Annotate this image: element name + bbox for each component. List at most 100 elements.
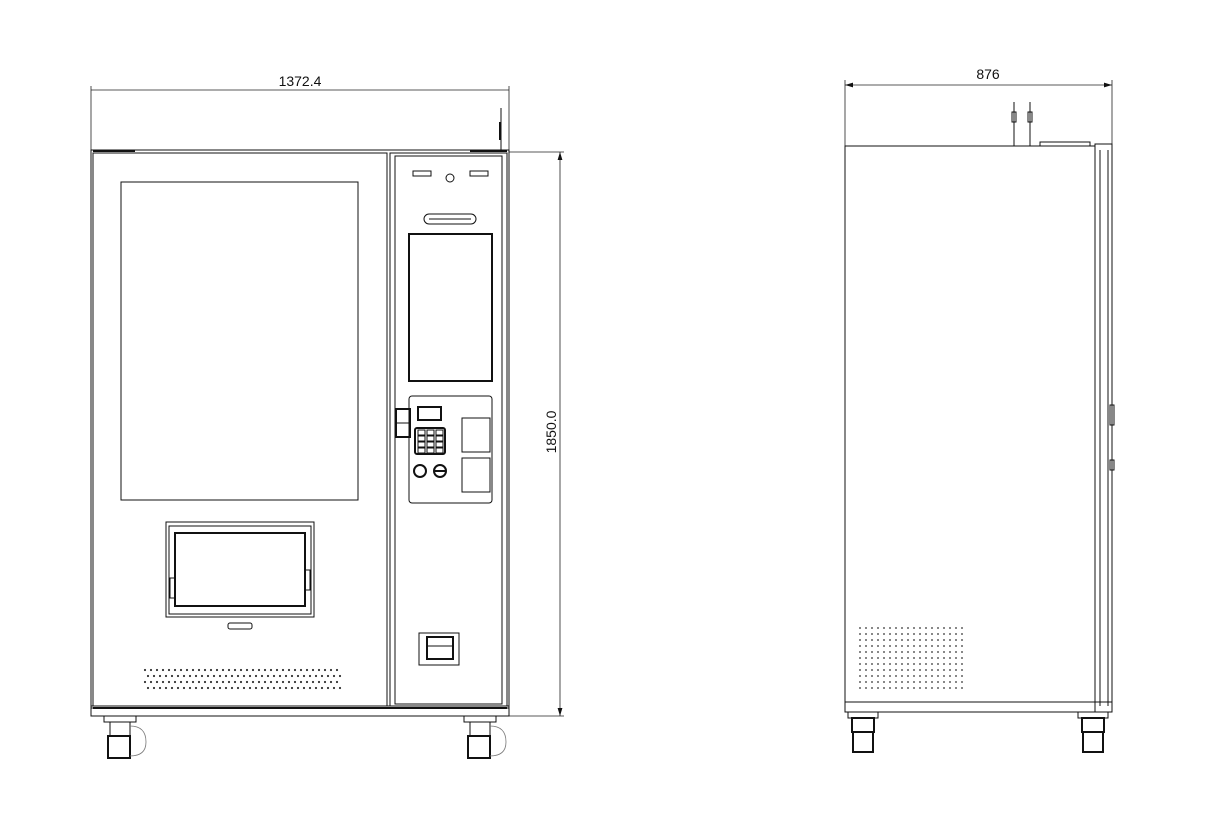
vent-hole	[185, 668, 189, 672]
vent-hole	[931, 669, 933, 671]
vent-hole	[901, 663, 903, 665]
vent-hole	[212, 686, 216, 690]
vent-hole	[949, 633, 951, 635]
hatch-handle	[227, 622, 253, 630]
vent-hole	[233, 668, 237, 672]
vent-hole	[275, 668, 279, 672]
vent-hole	[152, 674, 156, 678]
vent-hole	[889, 639, 891, 641]
vent-hole	[931, 687, 933, 689]
vent-hole	[865, 627, 867, 629]
vent-hole	[158, 674, 162, 678]
vent-hole	[185, 680, 189, 684]
vent-hole	[236, 674, 240, 678]
vent-hole	[907, 627, 909, 629]
vent-hole	[332, 686, 336, 690]
vent-hole	[943, 657, 945, 659]
vent-hole	[221, 680, 225, 684]
vent-hole	[901, 627, 903, 629]
bill-acceptor	[461, 417, 491, 453]
vent-hole	[173, 680, 177, 684]
vent-hole	[871, 687, 873, 689]
vent-hole	[275, 680, 279, 684]
vent-hole	[859, 651, 861, 653]
vent-hole	[889, 627, 891, 629]
vent-hole	[859, 675, 861, 677]
vent-hole	[194, 686, 198, 690]
vent-hole	[239, 680, 243, 684]
vent-hole	[179, 680, 183, 684]
vent-hole	[281, 668, 285, 672]
vent-hole	[871, 645, 873, 647]
keypad-key	[426, 447, 435, 454]
vent-hole	[167, 668, 171, 672]
vent-hole	[961, 663, 963, 665]
vent-hole	[224, 674, 228, 678]
vent-hole	[931, 663, 933, 665]
vent-hole	[877, 687, 879, 689]
vent-hole	[877, 633, 879, 635]
vent-hole	[955, 645, 957, 647]
vent-hole	[182, 686, 186, 690]
depth-dimension-label: 876	[976, 66, 1000, 82]
side-base	[844, 701, 1113, 713]
vent-hole	[919, 645, 921, 647]
vent-hole	[919, 639, 921, 641]
vent-hole	[961, 675, 963, 677]
height-dimension: 1850.0	[509, 151, 564, 717]
keypad	[414, 427, 446, 455]
vent-hole	[919, 651, 921, 653]
card-reader-slot	[423, 213, 477, 225]
vent-hole	[871, 675, 873, 677]
vent-hole	[290, 686, 294, 690]
vent-hole	[245, 680, 249, 684]
vent-hole	[961, 633, 963, 635]
vent-hole	[955, 681, 957, 683]
vent-hole	[284, 674, 288, 678]
vent-hole	[961, 645, 963, 647]
vent-hole	[907, 675, 909, 677]
vent-hole	[889, 687, 891, 689]
vent-hole	[200, 686, 204, 690]
vent-hole	[895, 645, 897, 647]
vent-hole	[284, 686, 288, 690]
vent-hole	[883, 681, 885, 683]
vent-hole	[895, 651, 897, 653]
vent-hole	[865, 657, 867, 659]
vent-hole	[209, 668, 213, 672]
vent-hole	[931, 633, 933, 635]
keypad-key	[417, 447, 426, 454]
vent-hole	[269, 680, 273, 684]
vent-hole	[218, 686, 222, 690]
vent-hole	[955, 639, 957, 641]
touch-screen	[408, 233, 493, 382]
vent-hole	[913, 633, 915, 635]
vent-hole	[257, 668, 261, 672]
vent-hole	[871, 681, 873, 683]
vent-hole	[859, 663, 861, 665]
vent-hole	[299, 668, 303, 672]
vent-hole	[901, 681, 903, 683]
vent-perforations	[143, 668, 342, 690]
vent-hole	[949, 651, 951, 653]
vent-hole	[218, 674, 222, 678]
vent-hole	[281, 680, 285, 684]
vent-hole	[302, 674, 306, 678]
vent-hole	[203, 668, 207, 672]
vent-hole	[314, 674, 318, 678]
vent-hole	[937, 627, 939, 629]
vent-hole	[961, 687, 963, 689]
side-view: 876	[844, 66, 1115, 753]
keypad-key	[417, 441, 426, 448]
vent-hole	[293, 680, 297, 684]
vent-hole	[961, 639, 963, 641]
vent-hole	[278, 674, 282, 678]
keypad-key	[417, 429, 426, 436]
vent-hole	[197, 680, 201, 684]
width-dimension: 1372.4	[90, 73, 510, 150]
speaker-grille	[412, 170, 432, 177]
vent-hole	[176, 674, 180, 678]
vent-hole	[272, 674, 276, 678]
vent-hole	[332, 674, 336, 678]
